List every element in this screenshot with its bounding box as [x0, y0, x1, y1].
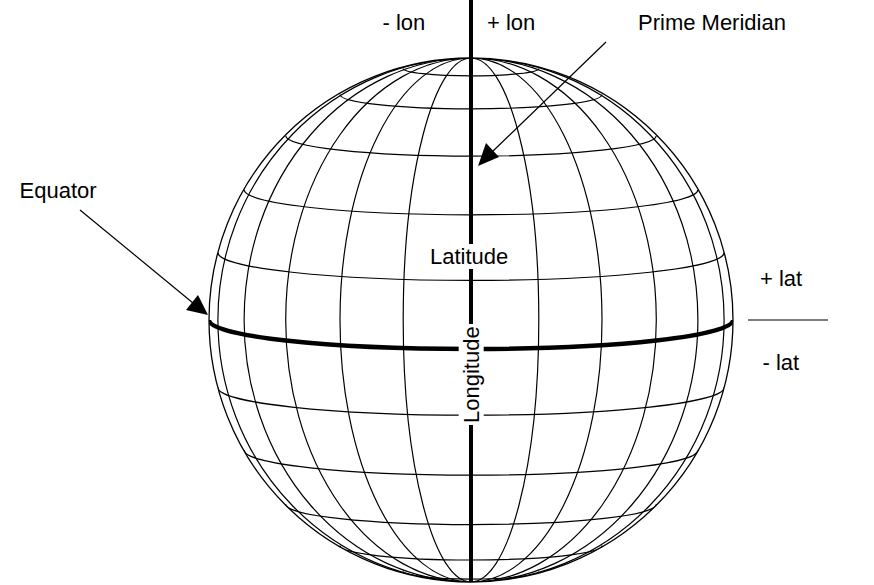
leader-line — [492, 42, 606, 152]
leader-line — [80, 210, 193, 303]
callout-label: Prime Meridian — [638, 10, 786, 35]
axis-sign-label: + lon — [487, 10, 535, 35]
arrowhead — [478, 143, 499, 166]
callout-label: Equator — [20, 178, 97, 203]
arrowhead — [186, 295, 208, 315]
axis-sign-label: - lat — [763, 350, 800, 375]
prime-meridian-line — [469, 0, 473, 582]
lat-divider — [748, 319, 828, 320]
axis-sign-label: + lat — [760, 266, 802, 291]
lon-divider — [470, 0, 471, 58]
axis-sign-label: - lon — [383, 10, 426, 35]
axis-label: Longitude — [458, 324, 483, 425]
axis-label: Latitude — [428, 244, 510, 269]
